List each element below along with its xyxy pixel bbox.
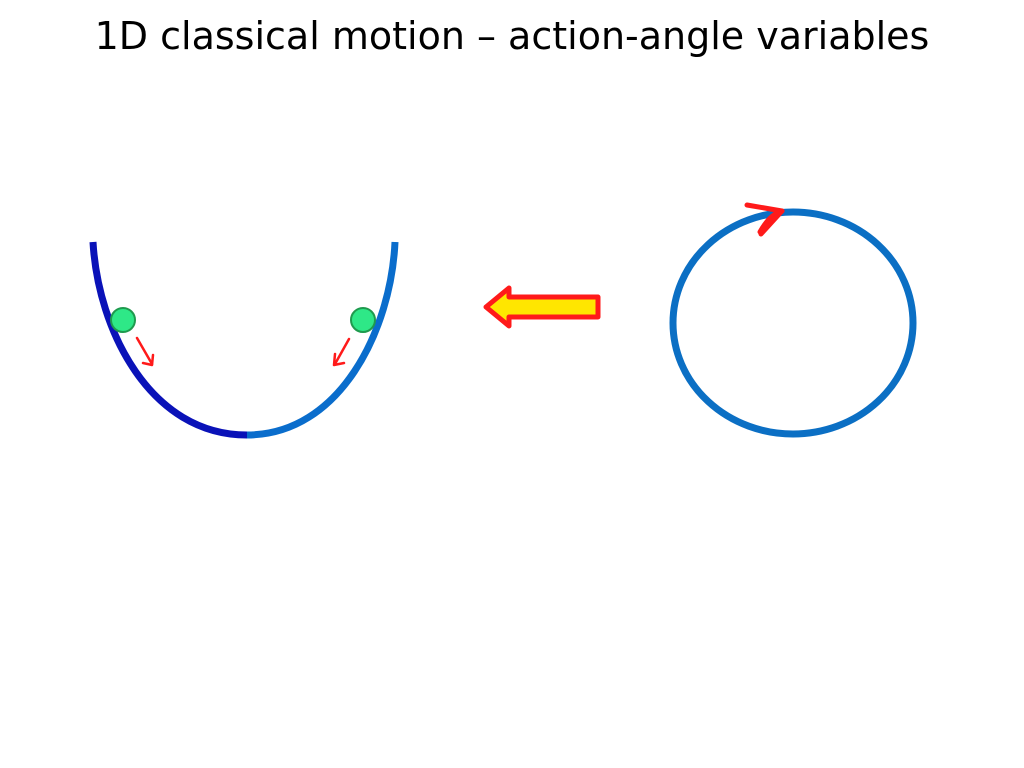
motion-arrow-left-icon: [135, 336, 155, 367]
left-arrow-icon: [483, 285, 601, 329]
potential-well-left: [89, 241, 248, 439]
particle-left: [110, 307, 136, 333]
rotation-arrow-icon: [744, 202, 785, 237]
particle-right: [350, 307, 376, 333]
potential-well-right: [246, 241, 399, 439]
motion-arrow-right-icon: [332, 337, 351, 367]
slide-title: 1D classical motion – action-angle varia…: [94, 14, 930, 58]
phase-orbit: [669, 208, 917, 438]
